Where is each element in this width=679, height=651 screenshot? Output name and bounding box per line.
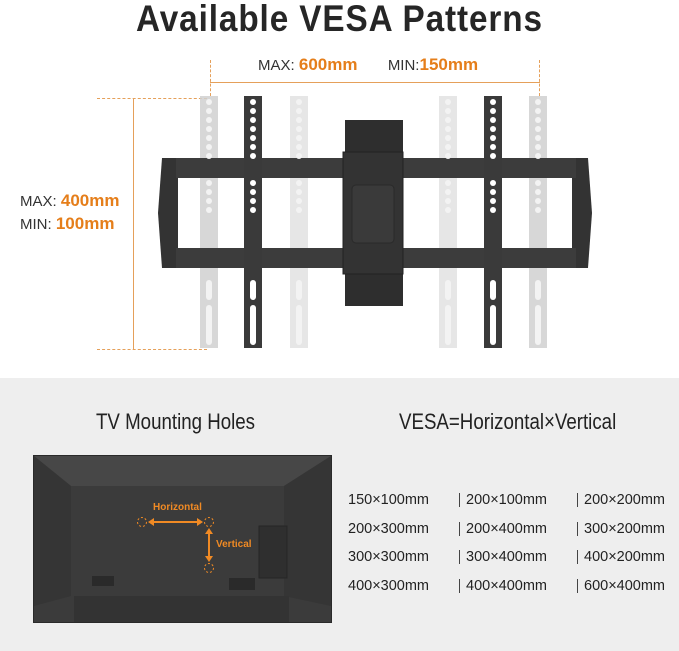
v-min-value: 100mm <box>55 214 115 233</box>
v-max-value: 400mm <box>60 191 120 210</box>
tv-mounting-holes-title: TV Mounting Holes <box>96 409 256 434</box>
separator <box>577 578 578 593</box>
product-diagram-section: Available VESA Patterns MAX: 600mm MIN:1… <box>20 0 592 350</box>
separator <box>459 550 460 565</box>
vesa-row: 300×300mm 300×400mm 400×200mm <box>348 543 679 572</box>
vesa-pattern: 400×300mm <box>348 577 430 594</box>
wall-mount-bracket-illustration <box>158 96 592 348</box>
vesa-pattern: 600×400mm <box>584 577 666 594</box>
separator <box>459 578 460 593</box>
vertical-dim-label: MAX: 400mm MIN: 100mm <box>20 190 119 236</box>
h-max-value: 600mm <box>298 55 358 74</box>
separator <box>577 521 578 536</box>
h-min-label: MIN: <box>387 57 420 74</box>
vesa-pattern: 400×200mm <box>584 549 666 566</box>
horizontal-dim-line <box>210 82 540 83</box>
horizontal-dim-tick-left <box>210 60 211 96</box>
vertical-dim-tick-top <box>97 98 207 99</box>
tv-back-shape <box>34 456 331 622</box>
vesa-pattern: 200×400mm <box>466 520 548 537</box>
vesa-formula-title: VESA=Horizontal×Vertical <box>399 409 617 434</box>
vesa-pattern: 150×100mm <box>348 492 430 509</box>
separator <box>577 493 578 508</box>
horizontal-label: Horizontal <box>153 502 202 513</box>
v-max-label: MAX: <box>20 193 57 210</box>
vesa-pattern: 300×300mm <box>348 549 430 566</box>
vesa-pattern: 300×400mm <box>466 549 548 566</box>
vesa-row: 150×100mm 200×100mm 200×200mm <box>348 486 679 515</box>
vesa-row: 200×300mm 200×400mm 300×200mm <box>348 515 679 544</box>
h-min-value: 150mm <box>419 55 479 74</box>
vesa-patterns-table: 150×100mm 200×100mm 200×200mm 200×300mm … <box>348 486 679 600</box>
vertical-dim-tick-bottom <box>97 349 207 350</box>
page-title: Available VESA Patterns <box>136 0 543 39</box>
horizontal-dim-label: MAX: 600mm MIN:150mm <box>258 55 478 75</box>
tv-back-illustration: Horizontal Vertical <box>33 455 332 623</box>
vesa-pattern: 200×100mm <box>466 492 548 509</box>
separator <box>459 493 460 508</box>
vertical-dim-line <box>133 98 134 350</box>
v-min-label: MIN: <box>20 216 52 233</box>
vesa-pattern: 200×200mm <box>584 492 666 509</box>
vesa-pattern: 400×400mm <box>466 577 548 594</box>
horizontal-dim-tick-right <box>539 60 540 96</box>
separator <box>459 521 460 536</box>
vesa-pattern: 200×300mm <box>348 520 430 537</box>
h-max-label: MAX: <box>258 57 295 74</box>
vertical-label: Vertical <box>216 539 252 550</box>
separator <box>577 550 578 565</box>
vesa-pattern: 300×200mm <box>584 520 666 537</box>
vesa-row: 400×300mm 400×400mm 600×400mm <box>348 572 679 601</box>
